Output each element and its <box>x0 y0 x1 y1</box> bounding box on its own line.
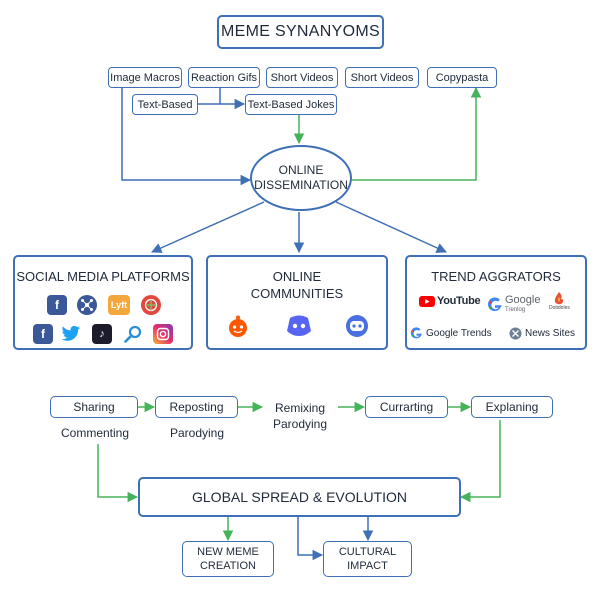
pill-text-based-jokes: Text-Based Jokes <box>245 94 337 115</box>
parodying-label: Parodying <box>169 426 225 440</box>
flame-icon <box>552 291 566 305</box>
line-oval-trends <box>335 201 447 253</box>
pill-image-macros: Image Macros <box>108 67 182 88</box>
explaning-node: Explaning <box>471 396 553 418</box>
discord-icon <box>342 311 372 339</box>
reddit-icon <box>224 313 252 339</box>
online-dissemination-node: ONLINE DISSEMINATION <box>250 145 352 211</box>
online-communities-box: ONLINE COMMUNITIES <box>206 255 388 350</box>
google-icon <box>410 327 423 340</box>
instagram-icon <box>153 324 173 344</box>
tiktok-icon: ♪ <box>92 324 112 344</box>
facebook-icon: f <box>33 324 53 344</box>
google-trends-label: Google Trends <box>410 327 492 340</box>
line-image-macros <box>121 88 252 186</box>
trend-aggregators-box: TREND AGGRATORS YouTube Google Trenlog D… <box>405 255 587 350</box>
news-sites-label: News Sites <box>509 327 575 340</box>
lyft-icon: Lyft <box>108 295 130 315</box>
pill-text-based: Text-Based <box>132 94 198 115</box>
line-global-cultural-a <box>297 517 324 561</box>
discord-icon <box>284 311 314 339</box>
google-logo: Google Trenlog <box>487 295 540 315</box>
line-oval-copypasta <box>352 86 482 181</box>
twitter-icon <box>61 324 81 344</box>
online-communities-title: ONLINE COMMUNITIES <box>250 269 344 301</box>
social-media-title: SOCIAL MEDIA PLATFORMS <box>16 269 190 284</box>
currarting-node: Currarting <box>365 396 448 418</box>
new-meme-creation-node: NEW MEME CREATION <box>182 541 274 577</box>
facebook-icon: f <box>47 295 67 315</box>
network-icon <box>77 295 97 315</box>
pill-copypasta: Copypasta <box>427 67 497 88</box>
news-icon <box>509 327 522 340</box>
pill-short-videos-1: Short Videos <box>266 67 338 88</box>
trend-third-logo: Dotidoles <box>549 291 570 311</box>
reposting-node: Reposting <box>155 396 238 418</box>
search-icon <box>122 324 144 344</box>
trend-aggregators-title: TREND AGGRATORS <box>431 269 561 284</box>
commenting-label: Commenting <box>60 426 130 440</box>
line-oval-social <box>151 201 265 253</box>
google-icon <box>487 297 503 313</box>
diagram-title: MEME SYNANYOMS <box>217 15 384 49</box>
global-spread-node: GLOBAL SPREAD & EVOLUTION <box>138 477 461 517</box>
sharing-node: Sharing <box>50 396 138 418</box>
cultural-impact-node: CULTURAL IMPACT <box>323 541 412 577</box>
globe-icon <box>141 295 161 315</box>
social-media-box: SOCIAL MEDIA PLATFORMS f Lyft f ♪ <box>13 255 193 350</box>
youtube-logo: YouTube <box>419 295 481 307</box>
remixing-label: Remixing Parodying <box>272 401 328 431</box>
pill-short-videos-2: Short Videos <box>345 67 419 88</box>
line-commenting-global <box>97 444 139 503</box>
pill-reaction-gifs: Reaction Gifs <box>188 67 260 88</box>
line-explaning-global <box>459 420 501 503</box>
youtube-icon <box>419 295 435 307</box>
